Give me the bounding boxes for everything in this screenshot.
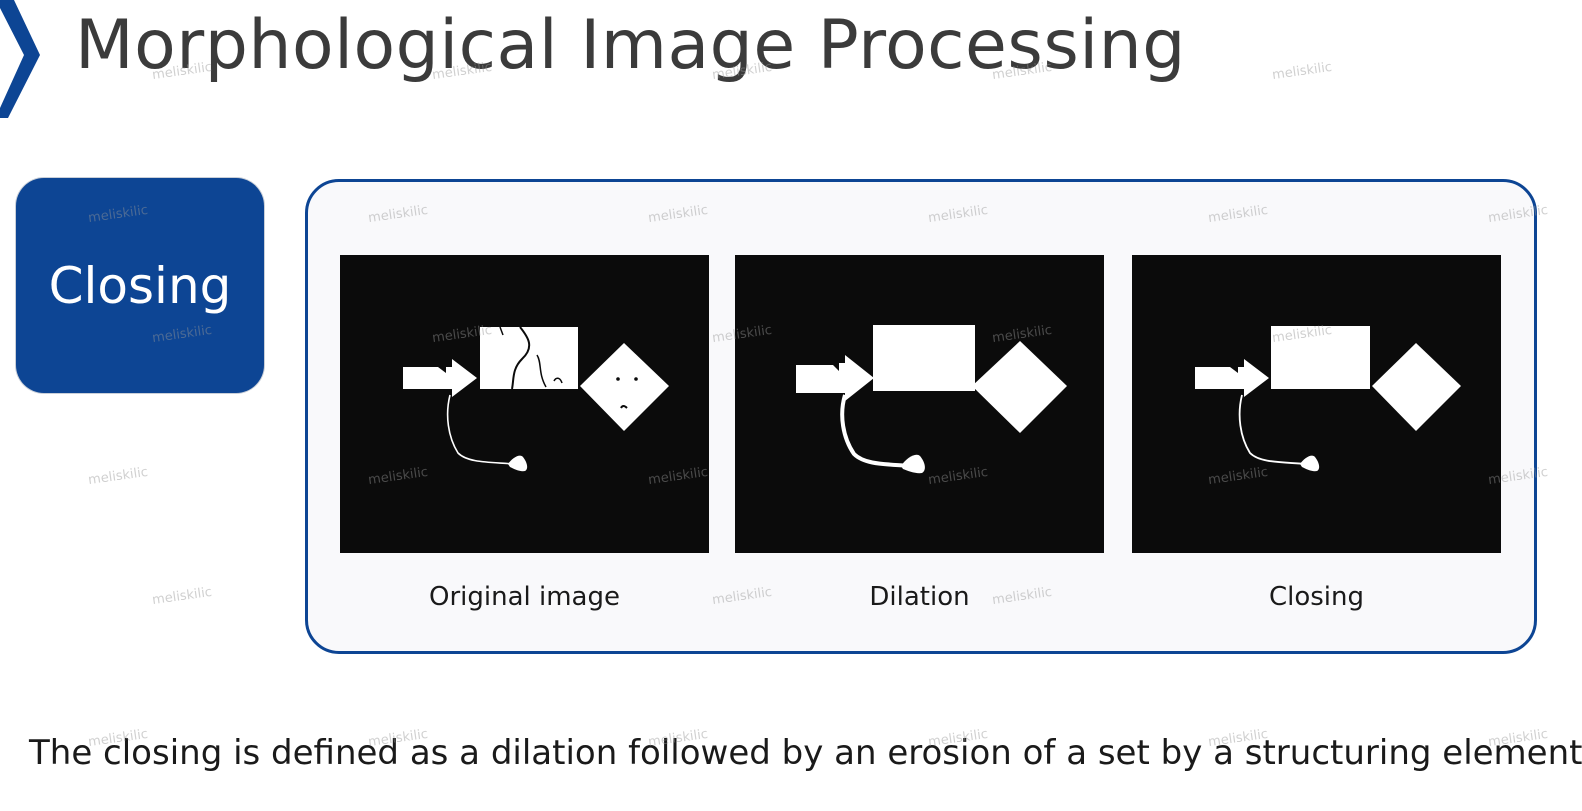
- badge-label: Closing: [48, 256, 232, 315]
- cable-shape: [446, 394, 515, 465]
- arrow-shape: [796, 355, 874, 401]
- cable-shape: [1238, 394, 1307, 465]
- original-image-caption: Original image: [429, 582, 620, 612]
- arrow-shape: [1195, 359, 1269, 397]
- chevron-icon: [0, 0, 40, 118]
- rectangle-shape: [480, 327, 578, 389]
- dilation-caption: Dilation: [869, 582, 970, 612]
- diamond-shape: [972, 341, 1067, 433]
- original-image-figure: [340, 255, 709, 553]
- watermark: meliskilic: [1271, 59, 1333, 84]
- watermark: meliskilic: [151, 584, 213, 609]
- rectangle-shape: [873, 325, 975, 391]
- dilation-figure: [735, 255, 1104, 553]
- closing-badge: Closing: [16, 178, 264, 393]
- closing-figure: [1132, 255, 1501, 553]
- arrow-shape: [403, 359, 477, 397]
- diamond-shape: [580, 343, 669, 431]
- closing-caption: Closing: [1268, 582, 1365, 612]
- watermark: meliskilic: [87, 464, 149, 489]
- rectangle-shape: [1271, 326, 1370, 389]
- page-title: Morphological Image Processing: [75, 6, 1186, 85]
- cable-shape: [840, 394, 912, 468]
- definition-text: The closing is defined as a dilation fol…: [29, 733, 1582, 773]
- diamond-shape: [1372, 343, 1461, 431]
